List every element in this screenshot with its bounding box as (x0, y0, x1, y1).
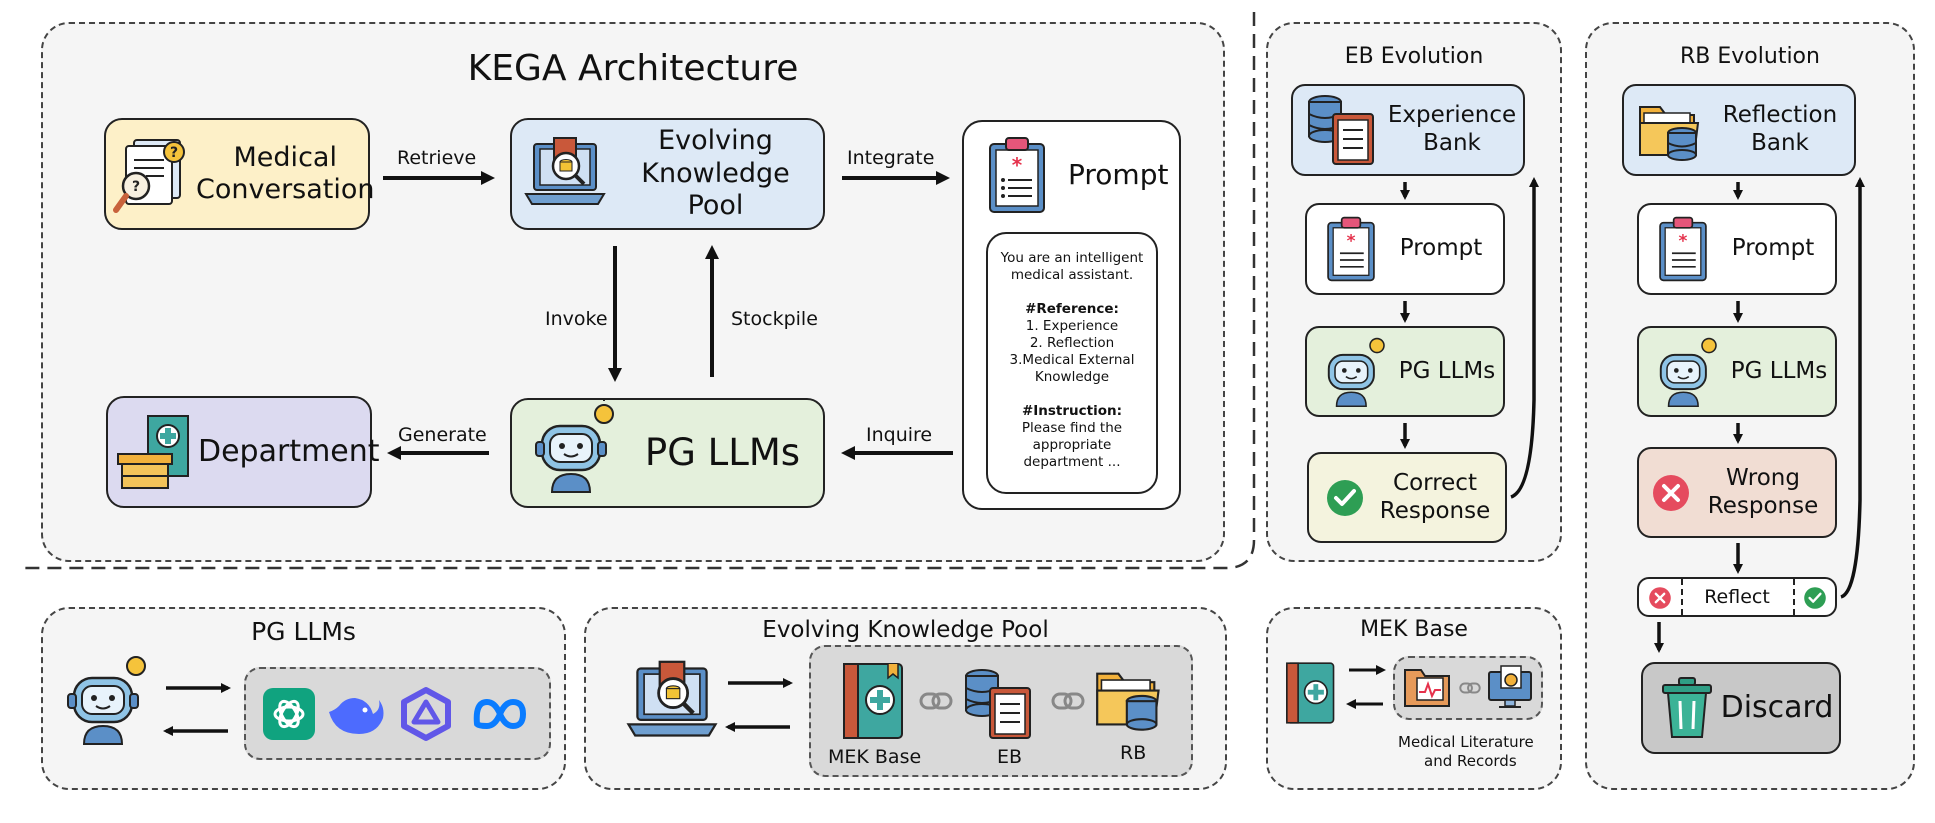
integrate-label: Integrate (847, 147, 935, 169)
robot-icon (1327, 337, 1385, 407)
ekp-eb-label: EB (997, 746, 1023, 768)
link-icon (1051, 692, 1085, 710)
prompt-intro-2: medical assistant. (1010, 267, 1134, 283)
kega-title: KEGA Architecture (467, 48, 799, 89)
eb-pg-llms-label: PG LLMs (1398, 357, 1496, 384)
wrong-response-node: Wrong Response (1637, 447, 1837, 538)
link-icon (1459, 682, 1481, 694)
trash-icon (1662, 677, 1712, 738)
database-checklist-icon (965, 669, 1031, 739)
pg-llms-node: PG LLMs (510, 398, 825, 508)
discard-node: Discard (1641, 662, 1841, 754)
laptop-database-icon (626, 660, 718, 737)
robot-icon (535, 400, 614, 493)
link-icon (919, 692, 953, 710)
experience-bank-node: Experience Bank (1291, 84, 1525, 176)
medical-records-folder-icon (1404, 669, 1450, 707)
medical-conversation-node: ? ? Medical Conversation (104, 118, 375, 230)
clipboard-icon: * (989, 137, 1045, 213)
prompt-instr-2: appropriate (1032, 437, 1112, 453)
invoke-label: Invoke (545, 308, 608, 330)
robot-icon (67, 656, 146, 745)
clipboard-icon: * (1659, 216, 1707, 282)
generate-label: Generate (398, 424, 487, 446)
rb-title: RB Evolution (1680, 44, 1820, 69)
monitor-records-icon (1488, 665, 1532, 708)
prompt-instr-1: Please find the (1021, 420, 1123, 436)
evolving-knowledge-pool-label: Evolving Knowledge Pool (641, 125, 790, 222)
svg-text:?: ? (132, 179, 140, 195)
prompt-reference-heading: #Reference: (1025, 301, 1119, 317)
reflect-bar: Reflect (1637, 577, 1837, 617)
correct-response-node: Correct Response (1307, 452, 1507, 543)
prompt-ref-3b: Knowledge (1034, 369, 1110, 385)
folder-database-icon (1096, 672, 1160, 731)
svg-text:?: ? (170, 145, 178, 161)
rb-prompt-label: Prompt (1731, 235, 1815, 262)
prompt-ref-2: 2. Reflection (1029, 335, 1115, 351)
reflect-divider-right (1793, 579, 1795, 615)
svg-text:*: * (1012, 153, 1023, 177)
reflection-bank-node: Reflection Bank (1622, 84, 1856, 176)
svg-text:*: * (1679, 230, 1688, 250)
qwen-logo-icon (401, 687, 451, 741)
laptop-database-icon (524, 137, 606, 205)
cross-circle-icon (1653, 474, 1689, 511)
hospital-desk-icon (117, 415, 189, 489)
ekp-panel-title: Evolving Knowledge Pool (762, 617, 1049, 643)
svg-text:*: * (1347, 230, 1356, 250)
robot-icon (1659, 337, 1717, 407)
prompt-instruction-heading: #Instruction: (1021, 403, 1123, 419)
mek-caption-2: and Records (1424, 752, 1517, 770)
prompt-ref-1: 1. Experience (1025, 318, 1119, 334)
ekp-rb-label: RB (1120, 742, 1147, 764)
experience-bank-label: Experience Bank (1387, 102, 1517, 156)
correct-response-label: Correct Response (1379, 469, 1491, 524)
medical-book-icon (1286, 662, 1335, 724)
retrieve-label: Retrieve (397, 147, 477, 169)
deepseek-logo-icon (329, 698, 384, 734)
document-search-icon: ? ? (113, 139, 185, 213)
reflect-label: Reflect (1704, 586, 1770, 608)
inquire-label: Inquire (866, 424, 933, 446)
medical-book-icon (843, 663, 903, 739)
evolving-knowledge-pool-node: Evolving Knowledge Pool (510, 118, 825, 230)
ekp-mek-base-label: MEK Base (828, 746, 922, 768)
pg-llms-label: PG LLMs (644, 430, 801, 474)
mek-panel-title: MEK Base (1360, 617, 1468, 642)
reflect-divider-left (1681, 579, 1683, 615)
folder-database-icon (1639, 106, 1700, 161)
clipboard-icon: * (1327, 216, 1375, 282)
eb-prompt-label: Prompt (1399, 235, 1483, 262)
prompt-title: Prompt (1068, 158, 1169, 191)
wrong-response-label: Wrong Response (1707, 464, 1819, 519)
database-checklist-icon (1308, 95, 1374, 165)
medical-conversation-label: Medical Conversation (196, 141, 375, 205)
stockpile-label: Stockpile (731, 308, 818, 330)
mek-caption-1: Medical Literature (1398, 733, 1534, 751)
rb-pg-llms-label: PG LLMs (1730, 357, 1828, 384)
department-label: Department (198, 434, 380, 469)
prompt-ref-3: 3.Medical External (1009, 352, 1135, 368)
check-circle-icon (1804, 587, 1826, 609)
pg-panel-title: PG LLMs (251, 617, 356, 646)
discard-label: Discard (1720, 690, 1834, 725)
check-circle-icon (1327, 479, 1363, 516)
eb-title: EB Evolution (1344, 44, 1484, 69)
eb-pg-llms-node: PG LLMs (1305, 326, 1505, 417)
department-node: Department (106, 396, 380, 508)
eb-prompt-node: * Prompt (1305, 203, 1505, 295)
prompt-instr-3: department ... (1023, 454, 1121, 470)
rb-pg-llms-node: PG LLMs (1637, 326, 1837, 417)
openai-logo-icon (263, 688, 315, 740)
reflection-bank-label: Reflection Bank (1722, 102, 1838, 156)
prompt-intro-1: You are an intelligent (1000, 250, 1144, 266)
meta-logo-icon (473, 699, 526, 729)
rb-prompt-node: * Prompt (1637, 203, 1837, 295)
cross-circle-icon (1649, 587, 1671, 609)
prompt-text-box: You are an intelligent medical assistant… (986, 232, 1158, 494)
